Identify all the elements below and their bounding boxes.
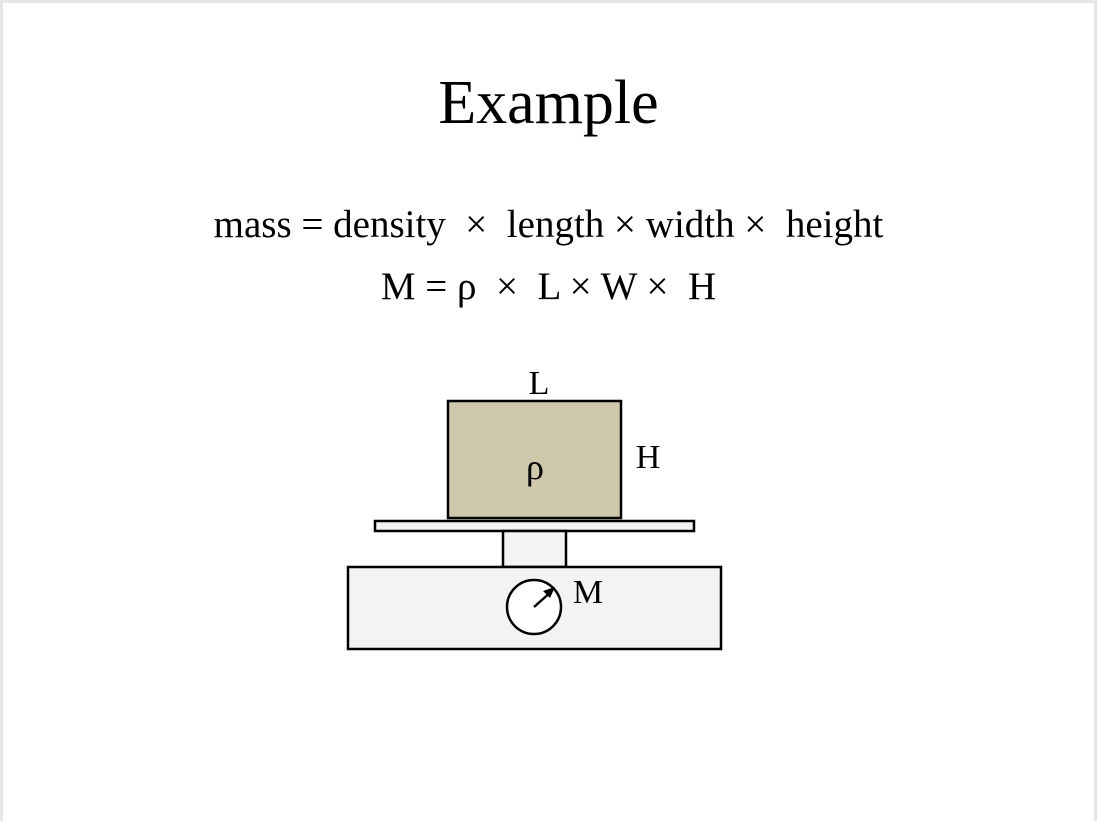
formula-symbols: M = ρ × L × W × H [380, 265, 717, 308]
slide: Example mass = density × length × width … [3, 3, 1094, 821]
scale-diagram: ρ L H M [346, 365, 723, 651]
height-label: H [636, 439, 661, 476]
dial-needle-tip [543, 587, 555, 598]
scale-neck [501, 529, 568, 569]
formula-words: mass = density × length × width × height [213, 203, 884, 246]
length-label: L [529, 365, 550, 402]
slide-title: Example [438, 69, 659, 137]
density-label: ρ [526, 447, 544, 487]
mass-label: M [573, 574, 603, 611]
scale-platform [373, 519, 696, 533]
density-block [446, 399, 623, 520]
